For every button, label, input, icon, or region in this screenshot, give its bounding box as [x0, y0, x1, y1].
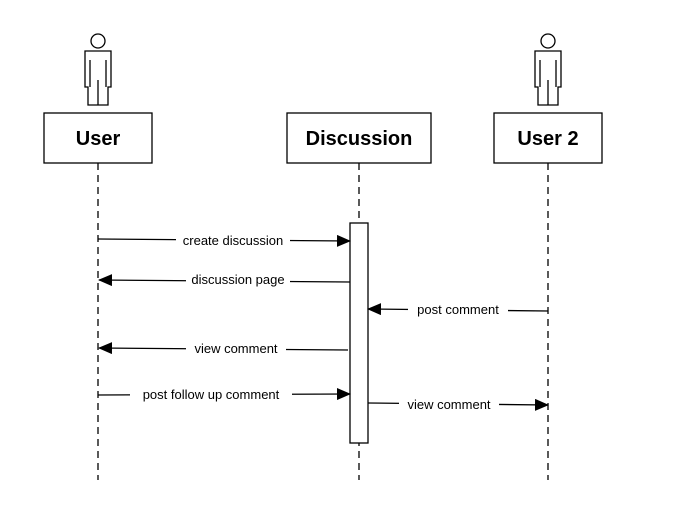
message-label: view comment — [194, 341, 277, 356]
message-view-comment-user: view comment — [98, 340, 349, 357]
message-post-follow-up-comment: post follow up comment — [97, 386, 351, 403]
participant-discussion-label: Discussion — [306, 128, 413, 150]
participant-user-label: User — [76, 128, 121, 150]
message-discussion-page: discussion page — [98, 271, 351, 288]
message-label: view comment — [407, 397, 490, 412]
message-create-discussion: create discussion — [97, 232, 351, 249]
participant-user: User — [43, 112, 153, 164]
participant-user2: User 2 — [493, 112, 603, 164]
actor-user-icon — [84, 33, 112, 106]
message-label: discussion page — [191, 272, 284, 287]
participant-user2-label: User 2 — [517, 128, 578, 150]
actor-user2-icon — [534, 33, 562, 106]
message-view-comment-user2: view comment — [367, 396, 549, 413]
activation-bar-discussion — [349, 222, 369, 444]
message-label: create discussion — [183, 233, 283, 248]
message-label: post comment — [417, 302, 499, 317]
message-post-comment: post comment — [367, 301, 549, 318]
message-label: post follow up comment — [143, 387, 280, 402]
participant-discussion: Discussion — [286, 112, 432, 164]
